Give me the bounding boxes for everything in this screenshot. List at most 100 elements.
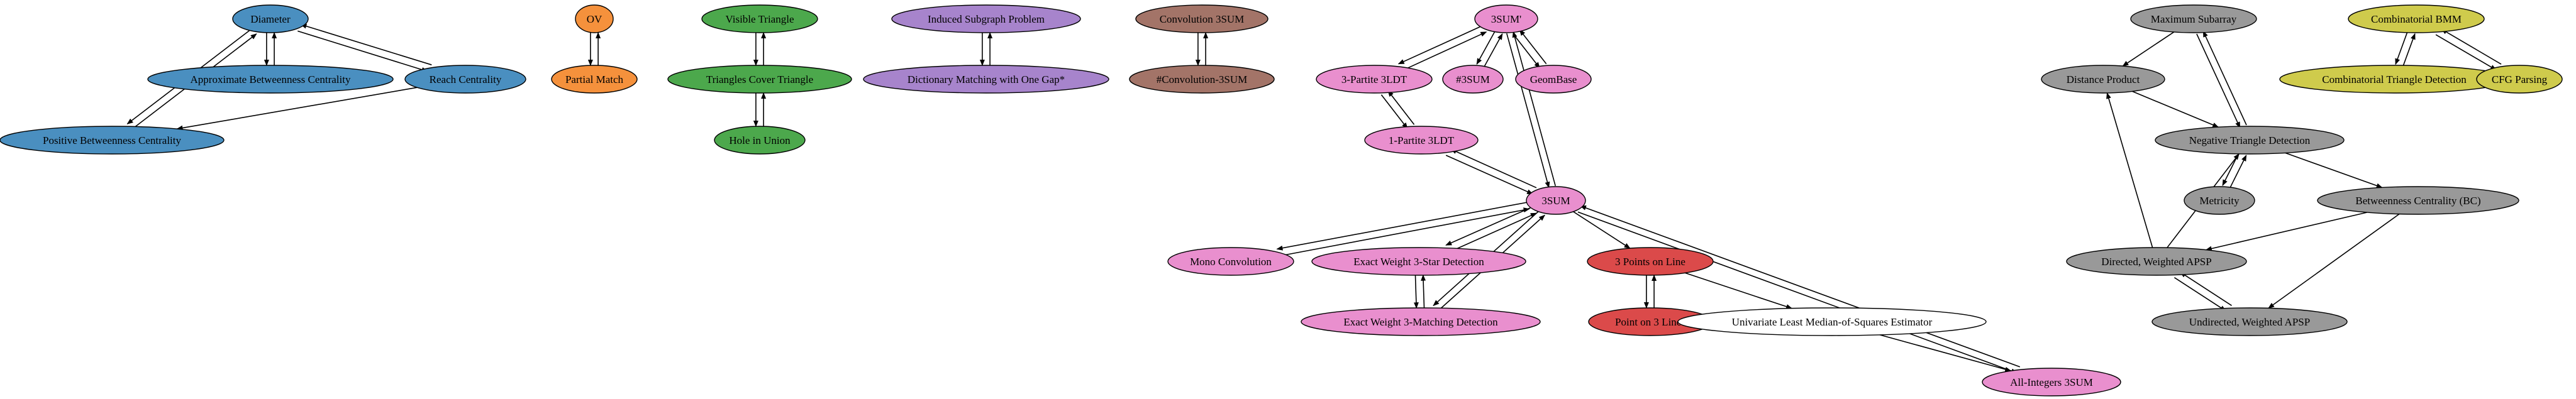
node-comb-triangle: Combinatorial Triangle Detection	[2279, 65, 2509, 94]
edge-3sum-prime-to-3sum	[1506, 33, 1550, 189]
node-label: Exact Weight 3-Star Detection	[1353, 256, 1484, 268]
node-shape	[2155, 126, 2345, 155]
node-shape	[1316, 65, 1433, 94]
edge-geombase-to-3sum-prime	[1519, 29, 1547, 65]
node-reach: Reach Centrality	[404, 65, 526, 94]
edge-bc-to-directed-apsp	[2205, 212, 2367, 251]
edge-1partite-3ldt-to-3partite-3ldt	[1387, 90, 1415, 125]
node-shape	[2184, 186, 2255, 215]
edge-metricity-to-neg-triangle	[2229, 155, 2247, 189]
node-sharp-conv-3sum: #Convolution-3SUM	[1129, 65, 1275, 94]
node-shape	[2066, 247, 2247, 276]
node-shape	[1515, 65, 1592, 94]
edge-exact-3star-to-3sum	[1451, 212, 1537, 252]
node-label: Distance Product	[2067, 74, 2140, 85]
node-max-subarray: Maximum Subarray	[2130, 4, 2257, 33]
node-3sum: 3SUM	[1526, 186, 1586, 215]
node-label: All-Integers 3SUM	[2010, 376, 2093, 388]
node-shape	[0, 126, 225, 155]
node-label: Visible Triangle	[725, 13, 794, 25]
edge-comb-triangle-to-comb-bmm	[2402, 33, 2416, 67]
node-label: #Convolution-3SUM	[1157, 74, 1248, 85]
edge-neg-triangle-to-bc	[2285, 152, 2383, 189]
node-label: Diameter	[250, 13, 291, 25]
edge-mono-conv-to-3sum	[1280, 207, 1530, 256]
edge-sharp-3sum-to-3sum-prime	[1483, 33, 1503, 68]
node-3points-line: 3 Points on Line	[1587, 247, 1714, 276]
node-shape	[1982, 368, 2121, 396]
node-shape	[2348, 4, 2485, 33]
node-label: Partial Match	[565, 74, 624, 85]
node-label: Metricity	[2199, 195, 2240, 207]
node-bc: Betweenness Centrality (BC)	[2317, 186, 2519, 215]
node-label: Reach Centrality	[430, 74, 502, 85]
node-distance-product: Distance Product	[2041, 65, 2165, 94]
node-partial-match: Partial Match	[551, 65, 638, 94]
node-label: Induced Subgraph Problem	[928, 13, 1045, 25]
node-label: Triangles Cover Triangle	[706, 74, 813, 85]
edge-comb-bmm-to-comb-triangle	[2395, 31, 2408, 65]
node-label: Maximum Subarray	[2151, 13, 2237, 25]
node-label: Directed, Weighted APSP	[2101, 256, 2211, 268]
node-exact-3star: Exact Weight 3-Star Detection	[1311, 247, 1526, 276]
edge-3sum-to-1partite-3ldt	[1450, 148, 1537, 189]
edge-neg-triangle-to-max-subarray	[2202, 30, 2247, 126]
node-shape	[667, 65, 852, 94]
node-shape	[1301, 307, 1541, 336]
node-visible-triangle: Visible Triangle	[701, 4, 818, 33]
edge-directed-apsp-to-undirected-apsp	[2174, 277, 2226, 312]
edge-exact-3star-to-exact-3matching	[1413, 275, 1419, 309]
node-label: Mono Convolution	[1190, 256, 1272, 268]
node-geombase: GeomBase	[1515, 65, 1592, 94]
edge-3sum-to-3points-line	[1573, 211, 1631, 249]
node-all-int-3sum: All-Integers 3SUM	[1982, 368, 2121, 396]
node-3partite-3ldt: 3-Partite 3LDT	[1316, 65, 1433, 94]
node-directed-apsp: Directed, Weighted APSP	[2066, 247, 2247, 276]
node-label: Positive Betweenness Centrality	[43, 134, 182, 146]
node-hole-union: Hole in Union	[714, 126, 806, 155]
edge-3partite-3ldt-to-1partite-3ldt	[1380, 94, 1408, 129]
edge-reach-to-diameter	[300, 23, 432, 65]
edge-bc-to-undirected-apsp	[2268, 213, 2400, 309]
node-shape	[863, 65, 1109, 94]
node-label: Univariate Least Median-of-Squares Estim…	[1732, 316, 1933, 328]
node-induced-subgraph: Induced Subgraph Problem	[891, 4, 1081, 33]
node-label: Negative Triangle Detection	[2189, 134, 2311, 146]
node-shape	[1526, 186, 1586, 215]
node-pos-bc: Positive Betweenness Centrality	[0, 126, 225, 155]
edge-3sum-to-3sum-prime	[1512, 31, 1556, 187]
node-shape	[551, 65, 638, 94]
edge-layer	[126, 23, 2502, 374]
node-shape	[2130, 4, 2257, 33]
node-label: Undirected, Weighted APSP	[2189, 316, 2310, 328]
node-shape	[714, 126, 806, 155]
node-approx-bc: Approximate Betweenness Centrality	[147, 65, 394, 94]
node-label: Approximate Betweenness Centrality	[191, 74, 351, 85]
edge-max-subarray-to-neg-triangle	[2196, 33, 2241, 129]
edge-3sum-to-mono-conv	[1276, 202, 1528, 251]
node-shape	[147, 65, 394, 94]
node-neg-triangle: Negative Triangle Detection	[2155, 126, 2345, 155]
node-label: 3 Points on Line	[1615, 256, 1685, 268]
node-label: Combinatorial Triangle Detection	[2322, 74, 2467, 85]
edge-max-subarray-to-distance-product	[2122, 31, 2175, 67]
edge-lms-to-all-int-3sum	[1879, 334, 2012, 372]
node-diameter: Diameter	[232, 4, 309, 33]
edge-undirected-apsp-to-directed-apsp	[2179, 271, 2232, 306]
edge-all-int-3sum-to-3sum	[1580, 205, 2021, 368]
node-shape	[1364, 126, 1479, 155]
node-label: Dictionary Matching with One Gap*	[908, 74, 1065, 85]
node-shape	[404, 65, 526, 94]
edge-diameter-to-reach	[297, 30, 428, 72]
node-label: Betweenness Centrality (BC)	[2355, 195, 2480, 207]
edge-cfg-parsing-to-comb-bmm	[2441, 28, 2502, 65]
node-shape	[232, 4, 309, 33]
node-label: 3SUM	[1541, 195, 1570, 207]
node-shape	[1135, 4, 1269, 33]
node-comb-bmm: Combinatorial BMM	[2348, 4, 2485, 33]
node-label: GeomBase	[1530, 74, 1577, 85]
node-label: Exact Weight 3-Matching Detection	[1343, 316, 1498, 328]
node-dict-matching: Dictionary Matching with One Gap*	[863, 65, 1109, 94]
node-shape	[2476, 65, 2563, 94]
